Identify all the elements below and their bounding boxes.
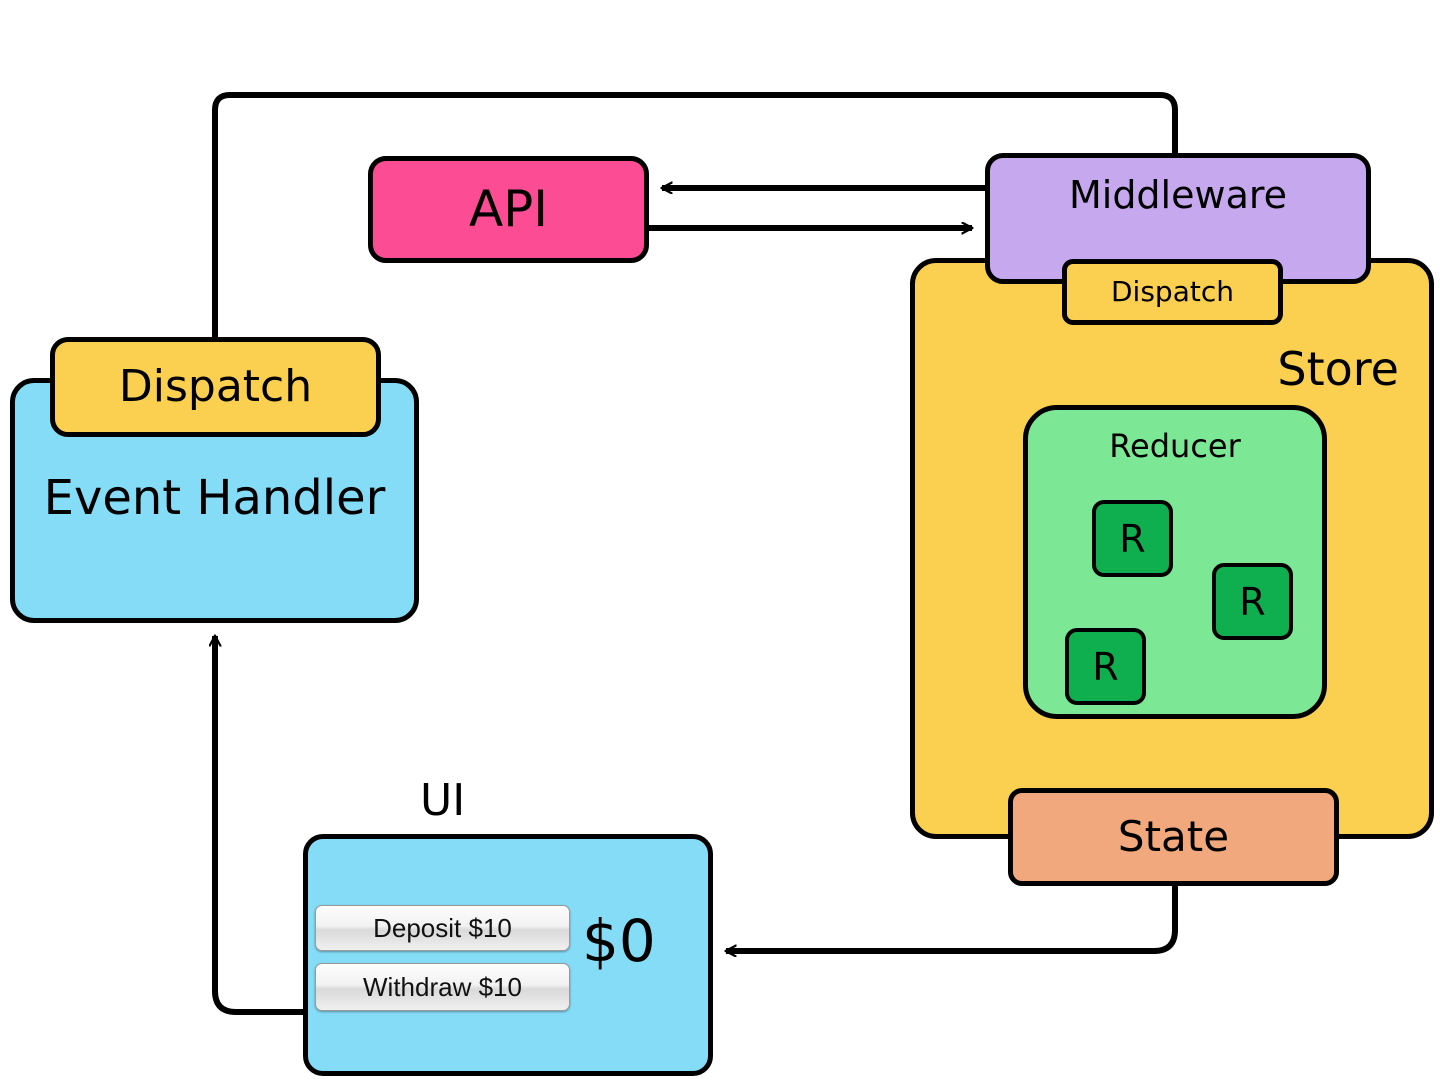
balance-display: $0 <box>582 907 656 975</box>
deposit-button[interactable]: Deposit $10 <box>315 905 570 951</box>
reducer-chip: R <box>1212 563 1293 640</box>
api-node: API <box>368 156 649 263</box>
event-handler-dispatch-node: Dispatch <box>50 337 381 437</box>
reducer-chip: R <box>1092 500 1173 577</box>
state-node: State <box>1008 788 1339 886</box>
withdraw-button[interactable]: Withdraw $10 <box>315 963 570 1011</box>
store-dispatch-node: Dispatch <box>1062 259 1283 325</box>
edge-ui-to-event-handler <box>215 636 303 1015</box>
reducer-chip: R <box>1065 628 1146 705</box>
reducer-label: Reducer <box>1109 427 1241 465</box>
ui-container <box>303 834 713 1076</box>
ui-label: UI <box>420 775 466 826</box>
store-label: Store <box>1277 342 1399 396</box>
edge-state-to-ui <box>726 886 1178 951</box>
